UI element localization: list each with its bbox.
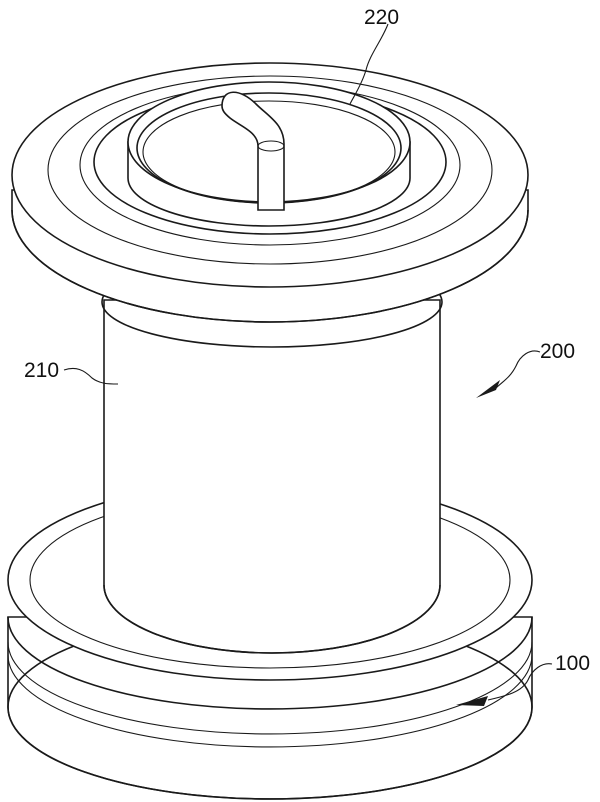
label-text-100: 100 [555, 652, 590, 675]
label-220: 220 [349, 6, 399, 105]
label-text-210: 210 [24, 359, 59, 382]
arrow-100-icon [456, 696, 488, 706]
label-210: 210 [24, 359, 119, 385]
label-text-200: 200 [540, 340, 575, 363]
label-200: 200 [476, 340, 575, 398]
cylinder-body [103, 299, 441, 654]
label-100: 100 [456, 652, 590, 706]
top-cup [127, 81, 411, 227]
label-text-220: 220 [364, 6, 399, 29]
arrow-200-icon [476, 380, 500, 398]
